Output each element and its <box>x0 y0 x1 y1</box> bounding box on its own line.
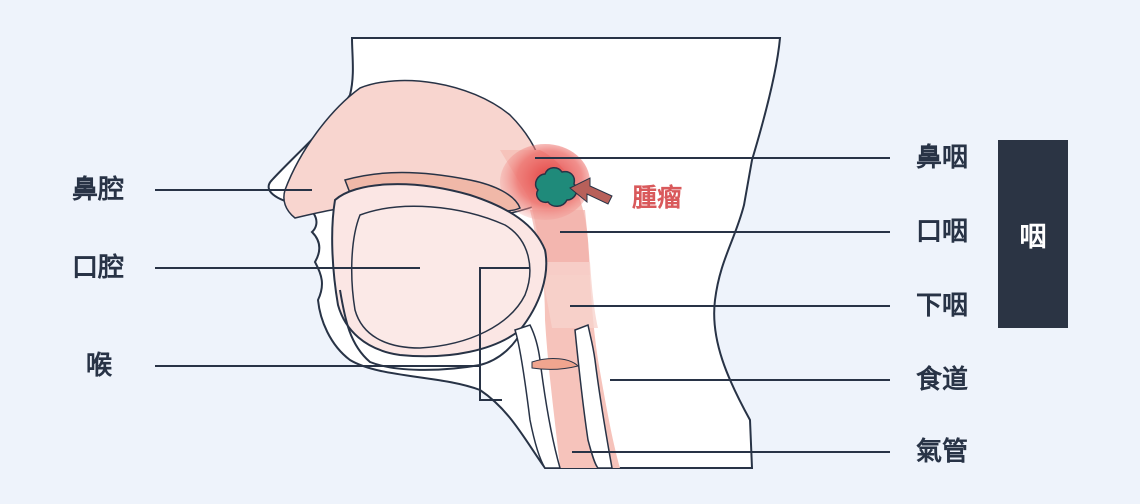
epiglottis <box>531 358 579 370</box>
label-esophagus: 食道 <box>916 365 969 395</box>
jaw <box>339 289 523 371</box>
label-trachea: 氣管 <box>916 437 969 467</box>
label-hypopharynx: 下咽 <box>916 291 969 321</box>
larynx-bracket <box>479 267 530 401</box>
pharynx-group-box: 咽 <box>998 140 1068 328</box>
tumor-mass <box>534 167 578 207</box>
label-larynx: 喉 <box>86 351 113 381</box>
label-oropharynx: 口咽 <box>916 217 969 247</box>
tumor-arrow <box>569 177 613 205</box>
label-nasal-cavity: 鼻腔 <box>72 175 125 205</box>
pharynx-zone-low <box>540 262 598 328</box>
label-pharynx: 咽 <box>1019 221 1047 253</box>
label-tumor: 腫瘤 <box>632 183 683 212</box>
esophagus-tube <box>574 323 613 469</box>
label-nasopharynx: 鼻咽 <box>916 143 969 173</box>
label-oral-cavity: 口腔 <box>72 253 125 283</box>
trachea-tube <box>514 324 561 469</box>
tongue <box>350 205 531 349</box>
